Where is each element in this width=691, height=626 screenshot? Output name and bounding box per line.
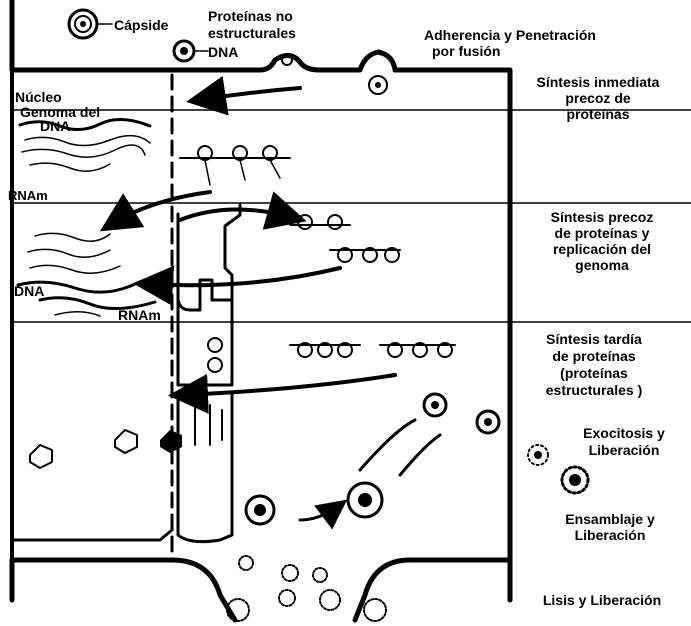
- early-label-2: de proteínas y: [555, 225, 650, 241]
- nonstructural-label-2: estructurales: [208, 25, 296, 41]
- late-label-4: estructurales ): [546, 382, 642, 398]
- rnam-label-top: RNAm: [8, 188, 48, 203]
- dna-legend-label: DNA: [208, 44, 238, 60]
- exocytosis-label-2: Liberación: [589, 442, 660, 458]
- adhesion-label-1: Adherencia y Penetración: [424, 27, 596, 43]
- early-label-4: genoma: [575, 257, 629, 273]
- entering-virus: [369, 76, 387, 94]
- adhesion-label-2: por fusión: [432, 43, 500, 59]
- lysis-region: [12, 560, 510, 620]
- genome-label-2: DNA: [40, 118, 70, 134]
- immediate-label-1: Síntesis inmediata: [537, 74, 660, 90]
- lysis-label: Lisis y Liberación: [543, 592, 661, 608]
- assembly-label-2: Liberación: [575, 527, 646, 543]
- lysis-virions: [227, 556, 386, 621]
- late-label-3: (proteínas: [560, 365, 628, 381]
- endoplasmic-reticulum: [178, 205, 240, 542]
- capsid-legend: Cápside: [69, 10, 169, 38]
- nonstructural-label-1: Proteínas no: [208, 8, 293, 24]
- nucleus-label: Núcleo: [15, 89, 62, 105]
- late-label-1: Síntesis tardía: [546, 331, 642, 347]
- early-label-3: replicación del: [553, 241, 651, 257]
- late-label-2: de proteínas: [552, 348, 635, 364]
- virions: [246, 394, 588, 524]
- ribosomes: [180, 146, 455, 372]
- capsid-label: Cápside: [114, 17, 169, 33]
- capsid-assembly: [30, 430, 182, 468]
- assembly-label-1: Ensamblaje y: [565, 511, 655, 527]
- immediate-label-2: precoz de: [565, 90, 631, 106]
- early-label-1: Síntesis precoz: [551, 209, 654, 225]
- immediate-label-3: proteínas: [566, 106, 629, 122]
- exocytosis-label-1: Exocitosis y: [583, 425, 665, 441]
